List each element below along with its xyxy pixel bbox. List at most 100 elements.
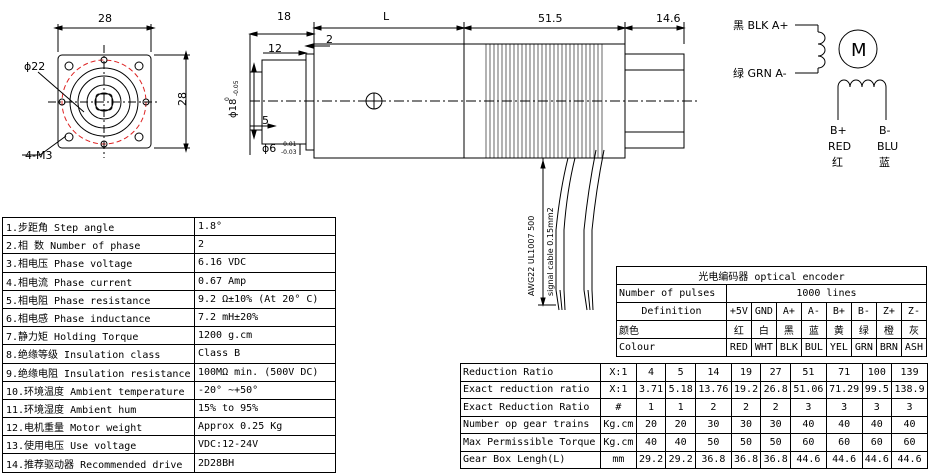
spec-label: 7.静力矩 Holding Torque: [2, 326, 195, 346]
gear-cell: 50: [760, 433, 791, 452]
gear-cell: 71: [825, 363, 863, 382]
gear-row-unit: X:1: [600, 363, 637, 382]
phi6-tol-upper: -0.01: [281, 141, 297, 148]
shaft-dia-label: ϕ18: [228, 99, 239, 118]
gear-cell: 36.8: [695, 450, 732, 469]
gear-row-unit: Kg.cm: [600, 415, 637, 434]
encoder-color-cn-cell: 灰: [900, 320, 928, 339]
encoder-colour-cell: GRN: [850, 338, 877, 357]
spec-label: 2.相 数 Number of phase: [2, 235, 195, 255]
spec-value: 7.2 mH±20%: [194, 307, 336, 328]
spec-label: 5.相电阻 Phase resistance: [2, 289, 195, 309]
gear-cell: 19: [730, 363, 762, 382]
gear-cell: 3.71: [635, 380, 667, 399]
encoder-pulses-row: Number of pulses 1000 lines: [616, 284, 928, 303]
gear-cell: 44.6: [861, 450, 893, 469]
spec-value: Approx 0.25 Kg: [194, 417, 336, 437]
spec-label: 11.环境湿度 Ambient hum: [2, 398, 195, 419]
spec-value: 0.67 Amp: [194, 271, 336, 291]
spec-value: 15% to 95%: [194, 398, 336, 419]
spec-label: 1.步距角 Step angle: [2, 216, 195, 237]
encoder-colour-cell: BUL: [800, 338, 827, 357]
gear-cell: 40: [825, 415, 863, 434]
encoder-definition-cell: Z-: [900, 302, 928, 321]
encoder-colour-cell: BRN: [875, 338, 902, 357]
encoder-color-cn-cell: 红: [725, 320, 752, 339]
encoder-colour-cell: ASH: [900, 338, 928, 357]
encoder-colour-cell: WHT: [750, 338, 777, 357]
wire-b-plus: B+: [830, 124, 847, 137]
gear-cell: 3: [861, 398, 893, 417]
spec-label: 4.相电流 Phase current: [2, 271, 195, 291]
gear-cell: 19.2: [730, 380, 762, 399]
encoder-title: 光电编码器 optical encoder: [616, 266, 927, 285]
encoder-title-row: 光电编码器 optical encoder: [616, 266, 927, 285]
cable-label-2: signal cable 0.15mm2: [546, 207, 555, 296]
gear-cell: 20: [635, 415, 667, 434]
encoder-definition-cell: GND: [750, 302, 777, 321]
gear-cell: 40: [861, 415, 893, 434]
gear-cell: 5: [665, 363, 696, 382]
encoder-colour-label: Colour: [616, 338, 727, 357]
gear-cell: 100: [861, 363, 893, 382]
spec-label: 9.绝缘电阻 Insulation resistance: [2, 362, 195, 382]
encoder-definition-label: Definition: [616, 302, 727, 321]
spec-label: 12.电机重量 Motor weight: [2, 417, 195, 437]
encoder-color-cn-cell: 白: [750, 320, 777, 339]
gear-cell: 44.6: [825, 450, 863, 469]
wire-b-plus-en: RED: [828, 140, 851, 153]
shaft-tol-upper: 0: [224, 97, 231, 101]
wire-a-plus: 黑 BLK A+: [733, 19, 789, 32]
gear-row-label: Max Permissible Torque: [460, 433, 601, 452]
spec-label: 6.相电感 Phase inductance: [2, 307, 195, 328]
spec-value: 2D28BH: [194, 453, 336, 473]
spec-value: -20° ~+50°: [194, 380, 336, 400]
gear-row-unit: X:1: [600, 380, 637, 399]
gear-cell: 26.8: [760, 380, 791, 399]
spec-value: Class B: [194, 344, 336, 364]
gear-cell: 30: [695, 415, 732, 434]
gear-cell: 2: [730, 398, 762, 417]
encoder-color-cn-cell: 蓝: [800, 320, 827, 339]
gear-row-unit: #: [600, 398, 637, 417]
wire-b-minus-en: BLU: [877, 140, 898, 153]
wiring-diagram: [795, 24, 887, 120]
gear-cell: 36.8: [730, 450, 762, 469]
gear-cell: 40: [891, 415, 928, 434]
motor-symbol: M: [851, 40, 867, 61]
gear-cell: 51.06: [790, 380, 827, 399]
gear-cell: 3: [790, 398, 827, 417]
spec-value: 6.16 VDC: [194, 253, 336, 273]
gear-cell: 5.18: [665, 380, 696, 399]
spec-row: 10.环境温度 Ambient temperature-20° ~+50°: [2, 380, 336, 400]
encoder-color-cn-row: 颜色 红白黑蓝黄绿橙灰: [616, 320, 928, 339]
front-dim-height: 28: [176, 92, 189, 106]
gear-cell: 50: [695, 433, 732, 452]
wire-a-minus: 绿 GRN A-: [733, 66, 787, 80]
gear-cell: 20: [665, 415, 696, 434]
spec-label: 13.使用电压 Use voltage: [2, 435, 195, 455]
gear-cell: 44.6: [790, 450, 827, 469]
gear-cell: 27: [760, 363, 791, 382]
spec-label: 3.相电压 Phase voltage: [2, 253, 195, 273]
encoder-color-cn-cell: 绿: [850, 320, 877, 339]
spec-value: 1.8°: [194, 216, 336, 237]
gear-cell: 29.2: [665, 450, 696, 469]
front-dim-width: 28: [98, 12, 112, 25]
